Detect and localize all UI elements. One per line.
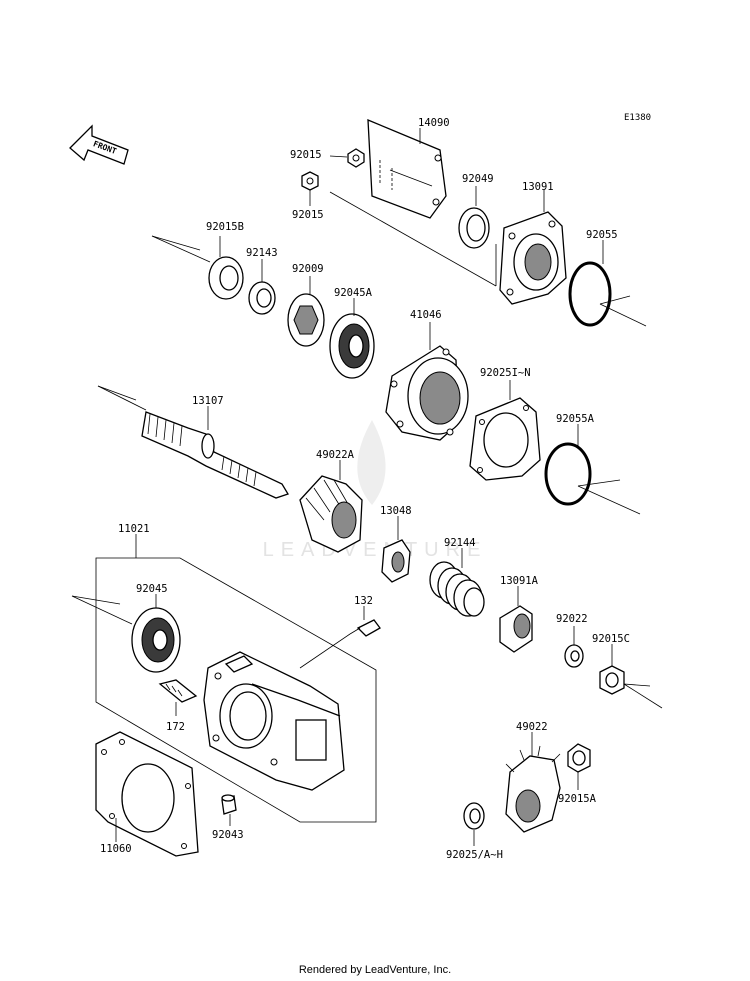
part-92143-collar-shape bbox=[248, 281, 276, 315]
label-41046: 41046 bbox=[410, 309, 442, 321]
label-92015-b: 92015 bbox=[292, 209, 324, 221]
label-11021: 11021 bbox=[118, 523, 150, 535]
part-92015-nut-shape-2 bbox=[301, 171, 319, 191]
part-92144-spring-shape bbox=[429, 561, 485, 617]
front-arrow-icon: FRONT bbox=[69, 124, 129, 165]
label-13091A: 13091A bbox=[500, 575, 539, 587]
label-92055: 92055 bbox=[586, 229, 618, 241]
label-92045A: 92045A bbox=[334, 287, 373, 299]
part-92015-nut-shape bbox=[347, 148, 365, 168]
label-49022: 49022 bbox=[516, 721, 548, 733]
part-49022A-gear-shape bbox=[299, 475, 363, 553]
footer-text: Rendered by LeadVenture, Inc. bbox=[298, 964, 452, 976]
part-92045A-bearing-shape bbox=[329, 313, 375, 379]
label-92009: 92009 bbox=[292, 263, 324, 275]
part-13107-shaft-shape bbox=[141, 411, 289, 499]
label-132: 132 bbox=[354, 595, 373, 607]
part-92055-oring-shape bbox=[568, 261, 612, 327]
part-92025AH-shim-shape bbox=[463, 802, 485, 830]
part-92025IN-gasket-shape bbox=[469, 397, 541, 481]
label-172: 172 bbox=[166, 721, 185, 733]
diagram-code: E1380 bbox=[624, 113, 651, 123]
label-13048: 13048 bbox=[380, 505, 412, 517]
label-92015-a: 92015 bbox=[290, 149, 322, 161]
part-92015B-nut-shape bbox=[208, 256, 244, 300]
label-92022: 92022 bbox=[556, 613, 588, 625]
watermark-text: LEADVENTURE bbox=[263, 539, 488, 561]
label-92144: 92144 bbox=[444, 537, 476, 549]
part-92045-bearing-shape bbox=[131, 607, 181, 673]
part-172-stud-shape bbox=[158, 679, 198, 703]
label-92015B: 92015B bbox=[206, 221, 244, 233]
label-92143: 92143 bbox=[246, 247, 278, 259]
part-132-bolt-shape bbox=[349, 619, 381, 637]
part-92009-seal-shape bbox=[287, 293, 325, 347]
part-92015A-nut-shape bbox=[567, 743, 591, 773]
part-92022-washer-shape bbox=[564, 644, 584, 668]
label-92049: 92049 bbox=[462, 173, 494, 185]
label-92015C: 92015C bbox=[592, 633, 630, 645]
part-11060-gasket-shape bbox=[95, 731, 199, 857]
part-41046-housing-shape bbox=[385, 345, 469, 441]
label-92015A: 92015A bbox=[558, 793, 597, 805]
part-92015C-nut-shape bbox=[599, 665, 625, 695]
label-92025AH: 92025/A~H bbox=[446, 849, 503, 861]
label-92055A: 92055A bbox=[556, 413, 595, 425]
case-outline bbox=[95, 557, 377, 823]
label-49022A: 49022A bbox=[316, 449, 355, 461]
part-13048-coupling-shape bbox=[381, 539, 411, 583]
label-92045: 92045 bbox=[136, 583, 168, 595]
part-13091A-collar-shape bbox=[499, 605, 533, 653]
part-14090-shape bbox=[367, 119, 447, 219]
watermark: LEADVENTURE bbox=[263, 420, 488, 561]
label-11060: 11060 bbox=[100, 843, 132, 855]
part-92055A-oring-shape bbox=[544, 442, 592, 506]
label-92043: 92043 bbox=[212, 829, 244, 841]
label-14090: 14090 bbox=[418, 117, 450, 129]
part-49022-gear-shape bbox=[505, 745, 561, 833]
part-13091-shape bbox=[499, 211, 567, 305]
label-13091: 13091 bbox=[522, 181, 554, 193]
part-92043-pin-shape bbox=[221, 794, 237, 815]
label-92025IN: 92025I~N bbox=[480, 367, 531, 379]
part-11021-case-shape bbox=[203, 651, 345, 791]
part-92049-seal-shape bbox=[458, 207, 490, 249]
label-13107: 13107 bbox=[192, 395, 224, 407]
